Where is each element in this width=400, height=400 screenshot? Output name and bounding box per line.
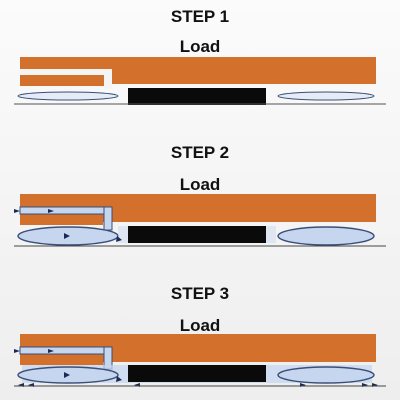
step-2-foundation-block-top: [128, 226, 266, 243]
step-2-channel-drop: [103, 206, 113, 231]
step-3-load-label: Load: [179, 316, 221, 335]
step-2-drawing: [14, 194, 386, 247]
step-1-pad-right: [277, 91, 375, 101]
step-3-panel: STEP 3 Load: [0, 268, 400, 400]
step-2-load-label: Load: [179, 175, 221, 194]
step-1-pad-left: [17, 91, 119, 101]
step-3-arrow-channel: [48, 349, 54, 353]
step-3-foundation-block: [128, 365, 266, 382]
step-3-pad-right: [277, 366, 375, 384]
step-1-load-label: Load: [179, 37, 221, 56]
step-3-arrow-inlet: [14, 349, 20, 353]
step-2-channel: [19, 206, 113, 215]
step-2-title: STEP 2: [170, 143, 230, 162]
step-3-drawing: [14, 334, 386, 387]
step-2-arrow-inlet: [14, 209, 20, 213]
step-1-channel-drop: [104, 69, 112, 89]
step-1-panel: STEP 1 Load: [0, 0, 400, 130]
step-1-plate-lip: [20, 75, 104, 86]
step-1-foundation-block: [128, 88, 266, 105]
step-3-title: STEP 3: [170, 284, 230, 303]
step-2-arrow-pad: [64, 233, 70, 239]
step-3-arrow-pad-left: [64, 372, 70, 378]
step-2-arrow-channel: [48, 209, 54, 213]
step-2-pad-right: [277, 226, 375, 246]
step-2-panel: STEP 2 Load: [0, 130, 400, 268]
step-3-plate-lip: [20, 355, 103, 365]
step-3-arrow-corner: [116, 376, 122, 382]
step-3-channel: [19, 346, 113, 355]
step-2-arrow-corner: [116, 236, 122, 242]
step-1-drawing: [14, 57, 386, 105]
step-2-plate-lip: [20, 215, 103, 225]
step-1-title: STEP 1: [170, 7, 230, 26]
step-1-channel: [20, 69, 112, 75]
